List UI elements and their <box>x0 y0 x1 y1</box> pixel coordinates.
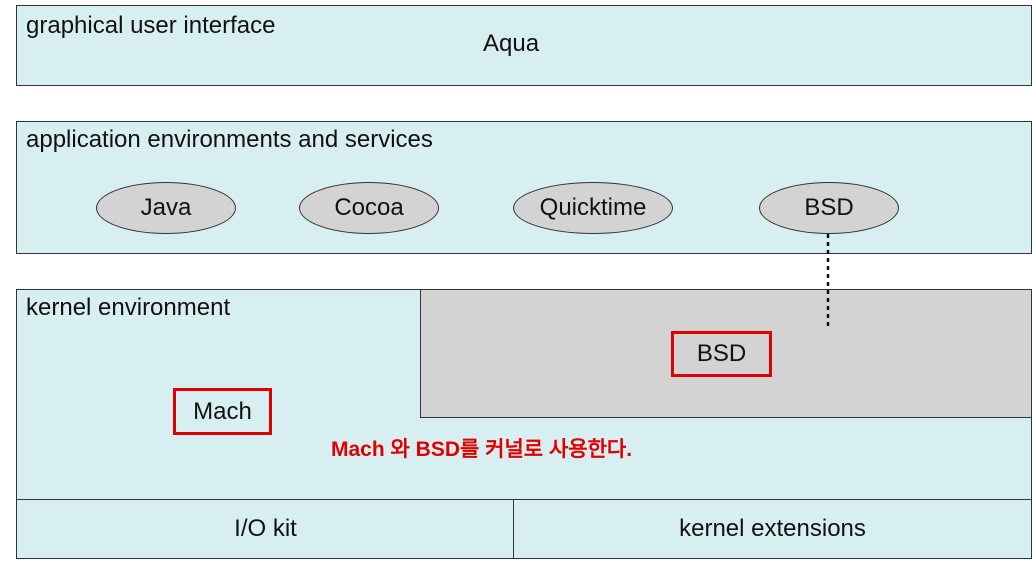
bsd-highlight-box: BSD <box>671 331 772 377</box>
java-ellipse: Java <box>96 182 236 234</box>
bsd-kernel-region <box>420 289 1032 418</box>
bsd-ellipse: BSD <box>759 182 899 234</box>
cocoa-ellipse: Cocoa <box>299 182 439 234</box>
quicktime-label: Quicktime <box>539 194 647 221</box>
io-kit-label: I/O kit <box>234 515 297 542</box>
gui-layer-label: graphical user interface <box>26 12 276 39</box>
quicktime-ellipse: Quicktime <box>513 182 673 234</box>
kernel-env-layer-label: kernel environment <box>26 294 231 321</box>
aqua-label: Aqua <box>483 30 540 57</box>
io-kit-box: I/O kit <box>16 499 515 559</box>
gui-layer: graphical user interface Aqua <box>16 5 1032 86</box>
bsd-ellipse-label: BSD <box>804 194 854 221</box>
annotation-text: Mach 와 BSD를 커널로 사용한다. <box>331 438 633 461</box>
mach-label: Mach <box>193 397 252 425</box>
kernel-extensions-label: kernel extensions <box>679 515 866 542</box>
bsd-kernel-label: BSD <box>696 340 747 367</box>
mach-highlight-box: Mach <box>173 388 272 435</box>
java-label: Java <box>140 194 192 221</box>
app-env-layer-label: application environments and services <box>26 126 433 153</box>
bsd-dotted-connector <box>826 234 830 330</box>
cocoa-label: Cocoa <box>334 194 404 221</box>
kernel-extensions-box: kernel extensions <box>513 499 1032 559</box>
